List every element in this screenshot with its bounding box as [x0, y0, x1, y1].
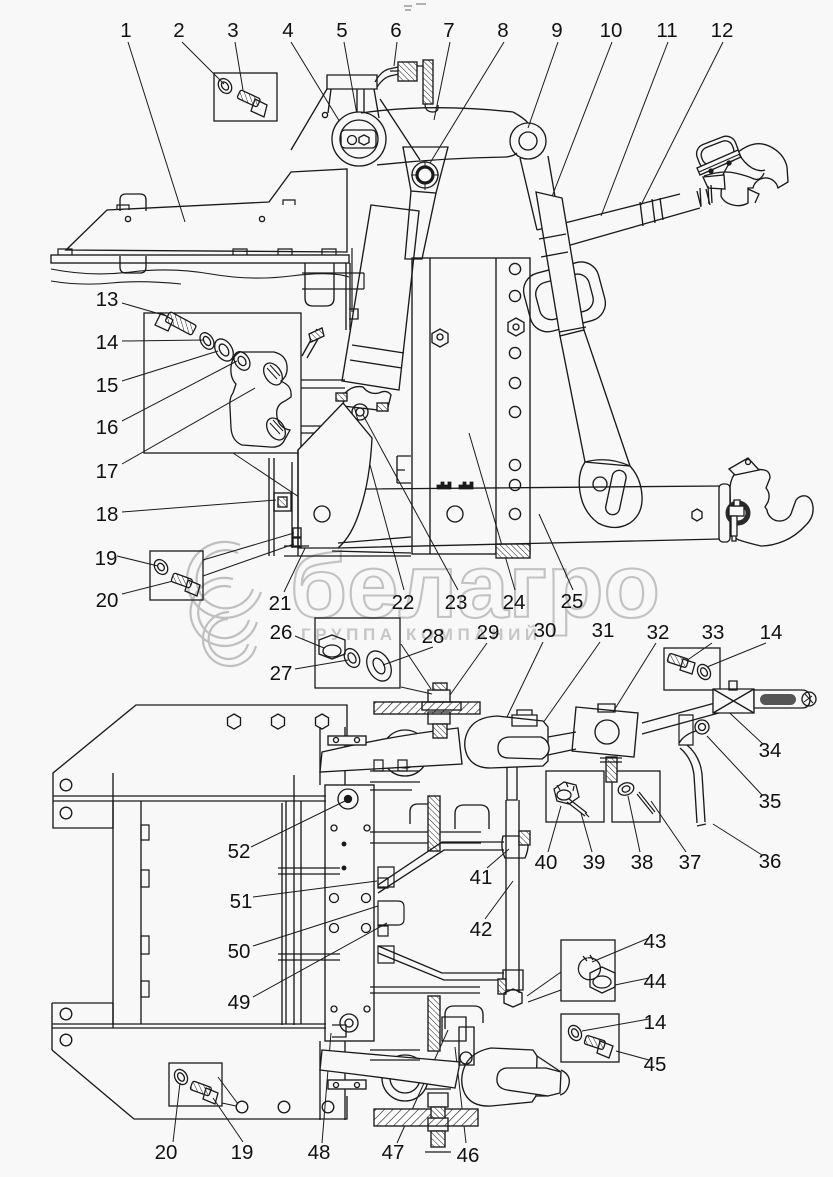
- svg-text:43: 43: [644, 930, 667, 953]
- svg-text:45: 45: [644, 1053, 667, 1076]
- svg-text:20: 20: [155, 1141, 178, 1164]
- svg-text:49: 49: [228, 991, 251, 1014]
- svg-text:17: 17: [96, 460, 119, 483]
- svg-text:50: 50: [228, 940, 251, 963]
- svg-text:2: 2: [173, 19, 184, 42]
- svg-text:5: 5: [336, 19, 347, 42]
- svg-text:29: 29: [477, 621, 500, 644]
- svg-text:ГРУППА КОМПАНИЙ: ГРУППА КОМПАНИЙ: [301, 625, 542, 644]
- svg-text:24: 24: [503, 591, 526, 614]
- svg-text:48: 48: [308, 1141, 331, 1164]
- svg-text:33: 33: [702, 621, 725, 644]
- svg-text:11: 11: [656, 19, 677, 42]
- svg-text:22: 22: [392, 591, 415, 614]
- svg-text:28: 28: [422, 625, 445, 648]
- svg-text:16: 16: [96, 416, 119, 439]
- svg-text:19: 19: [231, 1141, 254, 1164]
- svg-text:20: 20: [96, 589, 119, 612]
- svg-text:6: 6: [390, 19, 401, 42]
- svg-text:42: 42: [470, 918, 493, 941]
- svg-text:15: 15: [96, 374, 119, 397]
- svg-text:46: 46: [457, 1144, 480, 1167]
- svg-text:40: 40: [535, 851, 558, 874]
- svg-text:35: 35: [759, 790, 782, 813]
- svg-text:52: 52: [228, 840, 251, 863]
- svg-text:47: 47: [382, 1141, 405, 1164]
- svg-text:8: 8: [497, 19, 508, 42]
- svg-text:39: 39: [583, 851, 606, 874]
- svg-text:37: 37: [679, 851, 702, 874]
- svg-text:31: 31: [592, 619, 615, 642]
- svg-text:26: 26: [270, 621, 293, 644]
- svg-text:12: 12: [711, 19, 734, 42]
- svg-text:1: 1: [120, 19, 131, 42]
- svg-text:10: 10: [600, 19, 623, 42]
- svg-text:4: 4: [282, 19, 293, 42]
- svg-text:9: 9: [551, 19, 562, 42]
- svg-text:21: 21: [269, 592, 292, 615]
- svg-text:34: 34: [759, 739, 782, 762]
- svg-text:13: 13: [96, 288, 119, 311]
- svg-text:14: 14: [96, 331, 119, 354]
- svg-text:белагро: белагро: [290, 537, 660, 637]
- svg-text:3: 3: [227, 19, 238, 42]
- svg-text:27: 27: [270, 662, 293, 685]
- svg-text:23: 23: [445, 591, 468, 614]
- svg-text:44: 44: [644, 970, 667, 993]
- svg-text:41: 41: [470, 866, 493, 889]
- svg-text:7: 7: [443, 19, 454, 42]
- svg-text:25: 25: [561, 590, 584, 613]
- svg-text:14: 14: [760, 621, 783, 644]
- svg-text:18: 18: [96, 503, 119, 526]
- svg-text:36: 36: [759, 850, 782, 873]
- svg-text:38: 38: [631, 851, 654, 874]
- svg-text:51: 51: [230, 890, 253, 913]
- svg-text:19: 19: [95, 547, 118, 570]
- svg-text:32: 32: [647, 621, 670, 644]
- svg-text:30: 30: [534, 619, 557, 642]
- svg-text:14: 14: [644, 1011, 667, 1034]
